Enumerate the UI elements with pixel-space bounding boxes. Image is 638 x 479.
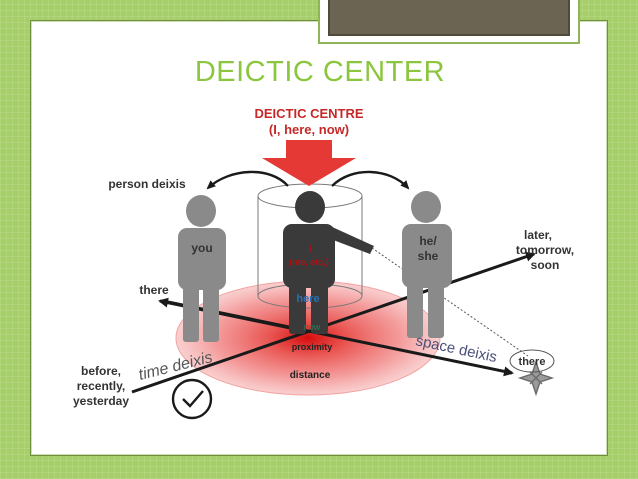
- he-label: he/: [419, 234, 437, 248]
- person-deixis-arrow-right: [331, 170, 410, 190]
- deictic-centre-arrow: [262, 140, 356, 186]
- proximity-label: proximity: [292, 342, 333, 352]
- person-i-figure: [283, 191, 374, 334]
- person-deixis-arrow-left: [206, 170, 289, 190]
- here-label: here: [296, 293, 319, 305]
- centre-subheading: (I, here, now): [269, 122, 349, 137]
- you-label: you: [191, 241, 212, 255]
- i-label: I: [309, 244, 312, 255]
- i-sublabel: (me, etc.): [289, 257, 329, 267]
- tomorrow-label: tomorrow,: [516, 243, 574, 257]
- recently-label: recently,: [77, 379, 125, 393]
- person-you-figure: [178, 195, 226, 342]
- centre-heading: DEICTIC CENTRE: [254, 106, 363, 121]
- time-deixis-label: time deixis: [137, 349, 214, 384]
- she-label: she: [418, 249, 439, 263]
- there-right-ellipse: [509, 349, 555, 373]
- now-label: now: [304, 322, 321, 332]
- time-axis-line: [131, 251, 536, 394]
- slide-title: DEICTIC CENTER: [194, 56, 446, 88]
- title-tab-inner: [328, 0, 570, 36]
- title-tab-decoration: [318, 0, 580, 44]
- yesterday-label: yesterday: [73, 394, 129, 408]
- later-label: later,: [524, 228, 552, 242]
- compass-icon: [517, 359, 555, 397]
- soon-label: soon: [531, 258, 560, 272]
- before-label: before,: [81, 364, 121, 378]
- there-right-label: there: [519, 356, 546, 368]
- person-he-she-figure: [402, 191, 452, 338]
- distance-label: distance: [290, 370, 331, 381]
- there-left-label: there: [139, 283, 169, 297]
- clock-icon: [171, 378, 213, 420]
- person-deixis-label: person deixis: [108, 177, 186, 191]
